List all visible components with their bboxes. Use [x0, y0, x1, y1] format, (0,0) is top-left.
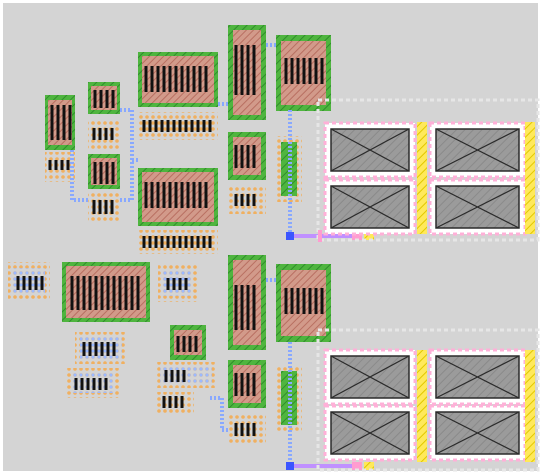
- top-left-cells[interactable]: [45, 82, 120, 223]
- bottom-left-cells[interactable]: [8, 262, 198, 322]
- bottom-small-cells[interactable]: [66, 325, 217, 414]
- bottom-tall-cells[interactable]: [228, 255, 331, 443]
- top-wide-cells[interactable]: [138, 52, 218, 254]
- top-routing[interactable]: [70, 43, 374, 240]
- bottom-routing[interactable]: [210, 278, 374, 470]
- bottom-capacitor-array[interactable]: [316, 328, 540, 472]
- top-tall-cells[interactable]: [228, 25, 331, 214]
- top-capacitor-array[interactable]: [316, 98, 540, 242]
